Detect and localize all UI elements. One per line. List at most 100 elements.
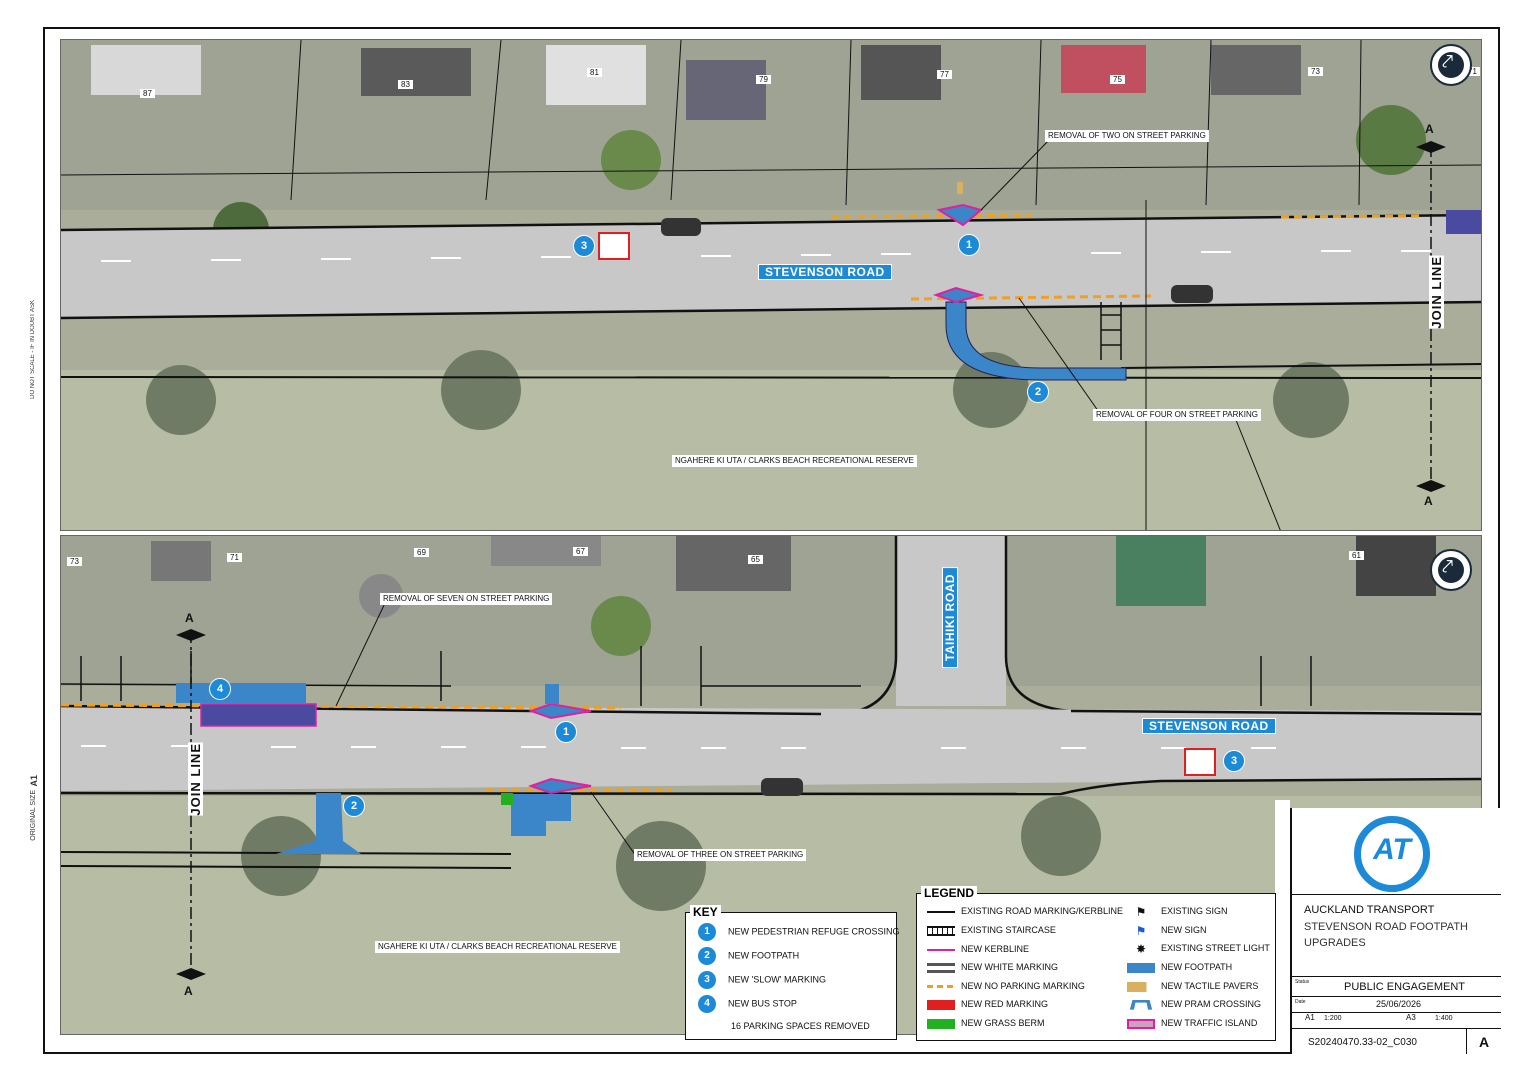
grass-berm-icon (927, 1018, 955, 1029)
kerbline-swatch-icon (927, 948, 955, 951)
reserve-label-bottom: NGAHERE KI UTA / CLARKS BEACH RECREATION… (375, 941, 620, 953)
join-line-bottom: JOIN LINE (188, 743, 203, 816)
marker-refuge-crossing: 1 (555, 721, 577, 743)
key-item: 1 NEW PEDESTRIAN REFUGE CROSSING (698, 923, 900, 941)
revision: A (1479, 1034, 1490, 1050)
street-light-icon: ✸ (1135, 941, 1147, 956)
project-title-line2: UPGRADES (1304, 937, 1366, 949)
house-number: 69 (414, 548, 429, 557)
key-label: NEW FOOTPATH (728, 950, 800, 961)
divider (1466, 1028, 1467, 1054)
north-arrow-icon (1430, 44, 1472, 86)
key-label: NEW BUS STOP (728, 998, 797, 1009)
legend-item: ⚑EXISTING SIGN (1127, 904, 1228, 919)
marker-refuge-crossing: 1 (958, 234, 980, 256)
key-label: NEW PEDESTRIAN REFUGE CROSSING (728, 926, 900, 937)
house-number: 67 (573, 547, 588, 556)
section-marker-a: A (184, 984, 193, 998)
red-marking-icon (927, 999, 955, 1010)
legend-item: NEW KERBLINE (927, 944, 1029, 954)
scale-a1: 1:200 (1324, 1015, 1342, 1022)
project-title-line1: STEVENSON ROAD FOOTPATH (1304, 921, 1468, 933)
legend-item: NEW PRAM CROSSING (1127, 999, 1261, 1010)
date-label: Date (1295, 999, 1306, 1005)
legend-box: LEGEND EXISTING ROAD MARKING/KERBLINE EX… (916, 886, 1276, 1041)
legend-item: NEW WHITE MARKING (927, 962, 1058, 973)
auckland-transport-logo: AT (1354, 816, 1430, 892)
sheet-size: A1 (29, 775, 39, 787)
plan-panel-top (60, 39, 1482, 531)
tactile-pavers-icon (1127, 981, 1155, 992)
key-label: NEW 'SLOW' MARKING (728, 974, 826, 985)
key-item: 3 NEW 'SLOW' MARKING (698, 971, 826, 989)
logo-text: AT (1373, 833, 1411, 866)
key-number: 2 (698, 947, 716, 965)
removal-three-parking-note: REMOVAL OF THREE ON STREET PARKING (634, 849, 807, 861)
new-sign-icon: ⚑ (1135, 923, 1147, 938)
house-number: 73 (1308, 67, 1323, 76)
key-number: 1 (698, 923, 716, 941)
divider (1292, 996, 1501, 997)
house-number: 71 (227, 553, 242, 562)
join-line-top: JOIN LINE (1429, 256, 1444, 329)
removal-two-parking-note: REMOVAL OF TWO ON STREET PARKING (1045, 130, 1209, 142)
legend-item: NEW RED MARKING (927, 999, 1048, 1010)
traffic-island-icon (1127, 1018, 1155, 1029)
no-parking-icon (927, 985, 955, 989)
key-item: 2 NEW FOOTPATH (698, 947, 799, 965)
legend-item: NEW GRASS BERM (927, 1018, 1045, 1029)
removal-four-parking-note: REMOVAL OF FOUR ON STREET PARKING (1093, 409, 1261, 421)
house-number: 87 (140, 89, 155, 98)
reserve-label-top: NGAHERE KI UTA / CLARKS BEACH RECREATION… (672, 455, 917, 467)
existing-sign-icon: ⚑ (1135, 904, 1147, 919)
key-number: 3 (698, 971, 716, 989)
divider (1292, 1028, 1501, 1029)
panel-overlay (1275, 800, 1290, 1036)
original-size-label: ORIGINAL SIZE (30, 790, 37, 841)
house-number: 61 (1349, 551, 1364, 560)
org-name: AUCKLAND TRANSPORT (1304, 904, 1435, 916)
status-label: Status (1295, 979, 1310, 985)
section-marker-a: A (185, 611, 194, 625)
house-number: 75 (1110, 75, 1125, 84)
house-number: 79 (756, 75, 771, 84)
staircase-icon (927, 925, 955, 936)
drawing-date: 25/06/2026 (1376, 999, 1422, 1009)
footpath-swatch-icon (1127, 962, 1155, 973)
divider (1292, 1012, 1501, 1013)
legend-item: NEW TRAFFIC ISLAND (1127, 1018, 1257, 1029)
plan-top-graphic (61, 40, 1481, 530)
legend-item: NEW TACTILE PAVERS (1127, 981, 1258, 992)
divider (1292, 976, 1501, 977)
title-block: AT AUCKLAND TRANSPORT STEVENSON ROAD FOO… (1290, 808, 1501, 1054)
pram-crossing-icon (1129, 999, 1153, 1010)
section-marker-a: A (1425, 122, 1434, 136)
key-item: 4 NEW BUS STOP (698, 995, 797, 1013)
house-number: 81 (587, 68, 602, 77)
legend-item: EXISTING ROAD MARKING/KERBLINE (927, 906, 1123, 916)
legend-item: NEW NO PARKING MARKING (927, 981, 1085, 991)
sheet-size-a1: A1 (1305, 1013, 1315, 1022)
line-swatch-icon (927, 910, 955, 913)
road-name-stevenson-top: STEVENSON ROAD (758, 264, 892, 280)
legend-item: ✸EXISTING STREET LIGHT (1127, 941, 1270, 956)
divider (1292, 894, 1501, 895)
scale-note: DO NOT SCALE - IF IN DOUBT ASK (30, 300, 36, 399)
house-number: 73 (67, 557, 82, 566)
road-name-taihiki: TAIHIKI ROAD (942, 567, 958, 669)
house-number: 77 (937, 70, 952, 79)
legend-title: LEGEND (921, 886, 978, 900)
key-note: 16 PARKING SPACES REMOVED (731, 1021, 870, 1031)
scale-a3: 1:400 (1435, 1015, 1453, 1022)
drawing-status: PUBLIC ENGAGEMENT (1344, 981, 1466, 993)
key-number: 4 (698, 995, 716, 1013)
house-number: 65 (748, 555, 763, 564)
removal-seven-parking-note: REMOVAL OF SEVEN ON STREET PARKING (380, 593, 553, 605)
house-number: 71 (1465, 67, 1480, 76)
white-marking-icon (927, 962, 955, 973)
key-title: KEY (690, 905, 721, 919)
road-name-stevenson-bottom: STEVENSON ROAD (1142, 718, 1276, 734)
marker-bus-stop: 4 (209, 678, 231, 700)
legend-item: NEW FOOTPATH (1127, 962, 1232, 973)
